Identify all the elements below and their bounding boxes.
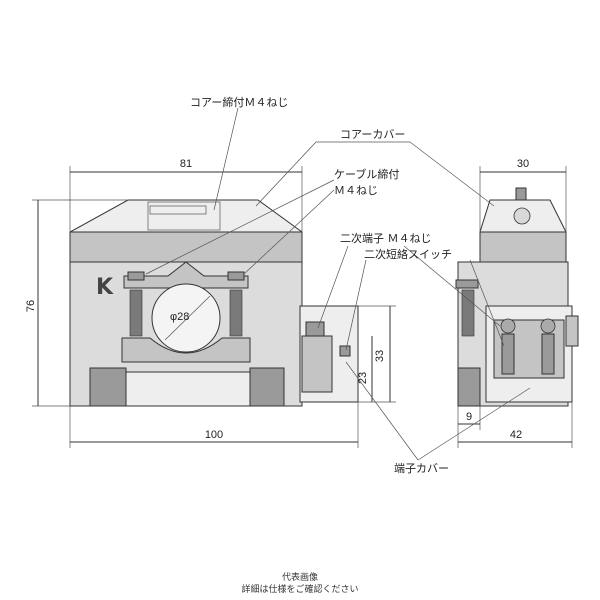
front-cover-band (69, 231, 303, 263)
front-cover-slot (147, 201, 221, 231)
side-view (455, 187, 579, 407)
cable-clamp-bar (123, 261, 249, 289)
dim-side-9: 9 (466, 411, 472, 423)
caption-line-1: 代表画像 (282, 571, 318, 583)
label-cable-screw-2: Ｍ４ねじ (334, 184, 378, 197)
caption: 代表画像 詳細は仕様をご確認ください (241, 571, 358, 595)
caption-line-2: 詳細は仕様をご確認ください (241, 583, 358, 595)
dimension-lines: 81 76 100 33 23 30 9 42 (25, 158, 573, 448)
dim-23: 23 (357, 372, 369, 384)
side-flange-right (565, 315, 579, 347)
cable-hole (151, 283, 221, 353)
front-foot-left (89, 367, 127, 407)
logo-letter: K (96, 275, 114, 300)
dim-width-bottom: 100 (205, 429, 223, 441)
front-short-switch (339, 345, 351, 357)
side-cover-knob (515, 187, 527, 201)
label-core-cover: コアーカバー (340, 128, 405, 141)
front-terminal-block (301, 335, 333, 393)
side-cover-mark (513, 207, 531, 225)
front-cover-slot-inner (149, 205, 207, 215)
side-cover-band (479, 231, 567, 263)
dim-height-left: 76 (25, 300, 37, 312)
dim-side-top: 30 (517, 158, 529, 170)
dim-33: 33 (374, 350, 386, 362)
cable-screw-left-head (127, 271, 145, 281)
side-terminal-screw-right (540, 318, 556, 334)
label-short-switch: 二次短絡スイッチ (364, 247, 452, 261)
side-terminal-post-left (501, 333, 515, 375)
hole-diameter-label: φ28 (170, 311, 189, 323)
callout-leaders (145, 107, 531, 461)
dim-side-42: 42 (510, 429, 522, 441)
cable-spring-right (229, 289, 243, 337)
label-secondary-terminal: 二次端子 Ｍ４ねじ (340, 231, 432, 245)
label-cable-screw-1: ケーブル締付 (334, 167, 399, 181)
side-terminal-post-right (541, 333, 555, 375)
cable-screw-right-head (227, 271, 245, 281)
side-terminal-screw-left (500, 318, 516, 334)
front-foot-mid (125, 371, 251, 407)
side-screw-head (455, 279, 479, 289)
label-core-screw: コアー締付Ｍ４ねじ (190, 95, 288, 109)
side-spring (461, 289, 475, 337)
callout-labels: コアー締付Ｍ４ねじ コアーカバー ケーブル締付 Ｍ４ねじ 二次端子 Ｍ４ねじ 二… (190, 95, 452, 475)
front-view: K φ28 (69, 199, 359, 407)
front-foot-right (249, 367, 285, 407)
side-foot (457, 367, 481, 407)
label-terminal-cover: 端子カバー (394, 462, 449, 475)
hole-diameter-line (164, 295, 211, 341)
cable-saddle (121, 337, 251, 363)
front-terminal-screw (305, 321, 325, 337)
dim-width-top: 81 (180, 158, 192, 170)
cable-spring-left (129, 289, 143, 337)
